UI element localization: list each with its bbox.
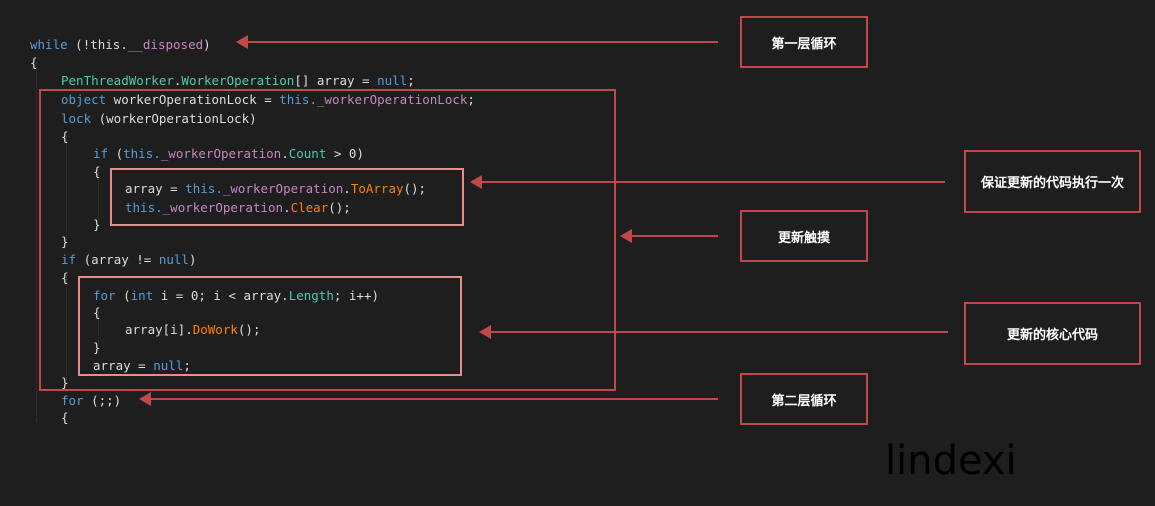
code-line-toarray: array = this._workerOperation.ToArray(); (125, 181, 427, 196)
code-line-lock-close: } (61, 234, 69, 249)
callout-first-loop: 第一层循环 (740, 16, 868, 68)
indent-guide (36, 62, 37, 422)
code-line-for-ever: for (;;) (61, 393, 122, 408)
code-line-for-ever-open: { (61, 410, 69, 425)
code-line-ifnull-close: } (61, 375, 69, 390)
code-line-array-decl: PenThreadWorker.WorkerOperation[] array … (61, 73, 415, 88)
indent-guide (98, 312, 99, 346)
code-line-if-null: if (array != null) (61, 252, 197, 267)
code-line-array-null: array = null; (93, 358, 191, 373)
callout-update-touch: 更新触摸 (740, 210, 868, 262)
watermark-text: lindexi (885, 438, 1017, 484)
code-line-ifnull-open: { (61, 270, 69, 285)
arrow-second-loop (139, 392, 718, 406)
callout-core-update: 更新的核心代码 (964, 302, 1141, 365)
callout-second-loop: 第二层循环 (740, 373, 868, 425)
code-line-open-brace: { (30, 55, 38, 70)
code-line-lock-decl: object workerOperationLock = this._worke… (61, 92, 475, 107)
code-line-for-int: for (int i = 0; i < array.Length; i++) (93, 288, 379, 303)
code-line-for-close: } (93, 340, 101, 355)
code-line-lock: lock (workerOperationLock) (61, 111, 257, 126)
arrow-update-touch (620, 229, 718, 243)
arrow-once-update (470, 175, 945, 189)
code-line-if-close: } (93, 217, 101, 232)
code-line-dowork: array[i].DoWork(); (125, 322, 261, 337)
code-line-while: while (!this.__disposed) (30, 37, 211, 52)
indent-guide (66, 276, 67, 380)
indent-guide (98, 172, 99, 220)
code-line-if-open: { (93, 164, 101, 179)
code-line-if-count: if (this._workerOperation.Count > 0) (93, 146, 364, 161)
arrow-first-loop (236, 35, 718, 49)
callout-once-update: 保证更新的代码执行一次 (964, 150, 1141, 213)
indent-guide (66, 136, 67, 240)
code-line-for-open: { (93, 305, 101, 320)
once-update-highlight (110, 168, 464, 226)
core-update-highlight (78, 276, 462, 376)
arrow-core-update (479, 325, 948, 339)
update-touch-highlight (39, 89, 616, 391)
code-line-clear: this._workerOperation.Clear(); (125, 200, 351, 215)
code-line-lock-open: { (61, 129, 69, 144)
